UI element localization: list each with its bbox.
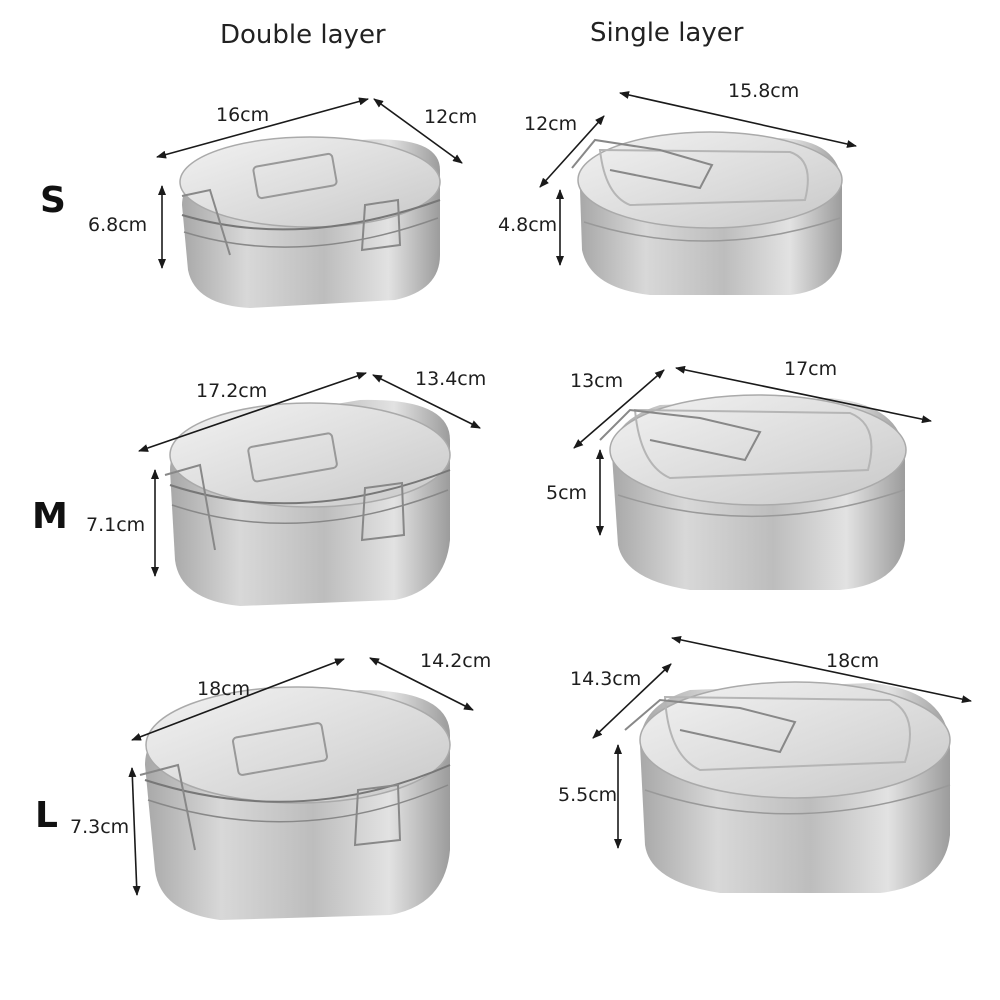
double-layer-box-s [179, 136, 441, 308]
single-s-height-label: 4.8cm [498, 214, 558, 236]
double-m-length-label: 17.2cm [196, 380, 268, 402]
double-l-height-label: 7.3cm [70, 816, 130, 838]
size-label-l: L [35, 795, 58, 836]
double-layer-box-l [139, 686, 451, 920]
single-layer-box-s [571, 131, 843, 295]
single-s-width-label: 12cm [524, 113, 578, 135]
single-s-length-label: 15.8cm [728, 80, 800, 102]
single-l-length-label: 18cm [826, 650, 880, 672]
single-l-width-label: 14.3cm [570, 668, 642, 690]
size-label-m: M [32, 496, 68, 537]
double-m-height-label: 7.1cm [86, 514, 146, 536]
column-title-double-layer: Double layer [220, 20, 386, 50]
single-layer-box-m [599, 394, 907, 590]
double-l-width-label: 14.2cm [420, 650, 492, 672]
size-label-s: S [40, 180, 66, 221]
double-layer-box-m [164, 399, 451, 606]
double-l-length-label: 18cm [197, 678, 251, 700]
single-l-height-label: 5.5cm [558, 784, 618, 806]
double-m-width-label: 13.4cm [415, 368, 487, 390]
double-s-width-label: 12cm [424, 106, 478, 128]
double-s-height-label: 6.8cm [88, 214, 148, 236]
double-s-length-label: 16cm [216, 104, 270, 126]
column-title-single-layer: Single layer [590, 18, 744, 48]
single-m-length-label: 17cm [784, 358, 838, 380]
dimension-arrows [128, 91, 972, 896]
single-m-height-label: 5cm [546, 482, 588, 504]
single-layer-box-l [624, 681, 951, 893]
single-m-width-label: 13cm [570, 370, 624, 392]
